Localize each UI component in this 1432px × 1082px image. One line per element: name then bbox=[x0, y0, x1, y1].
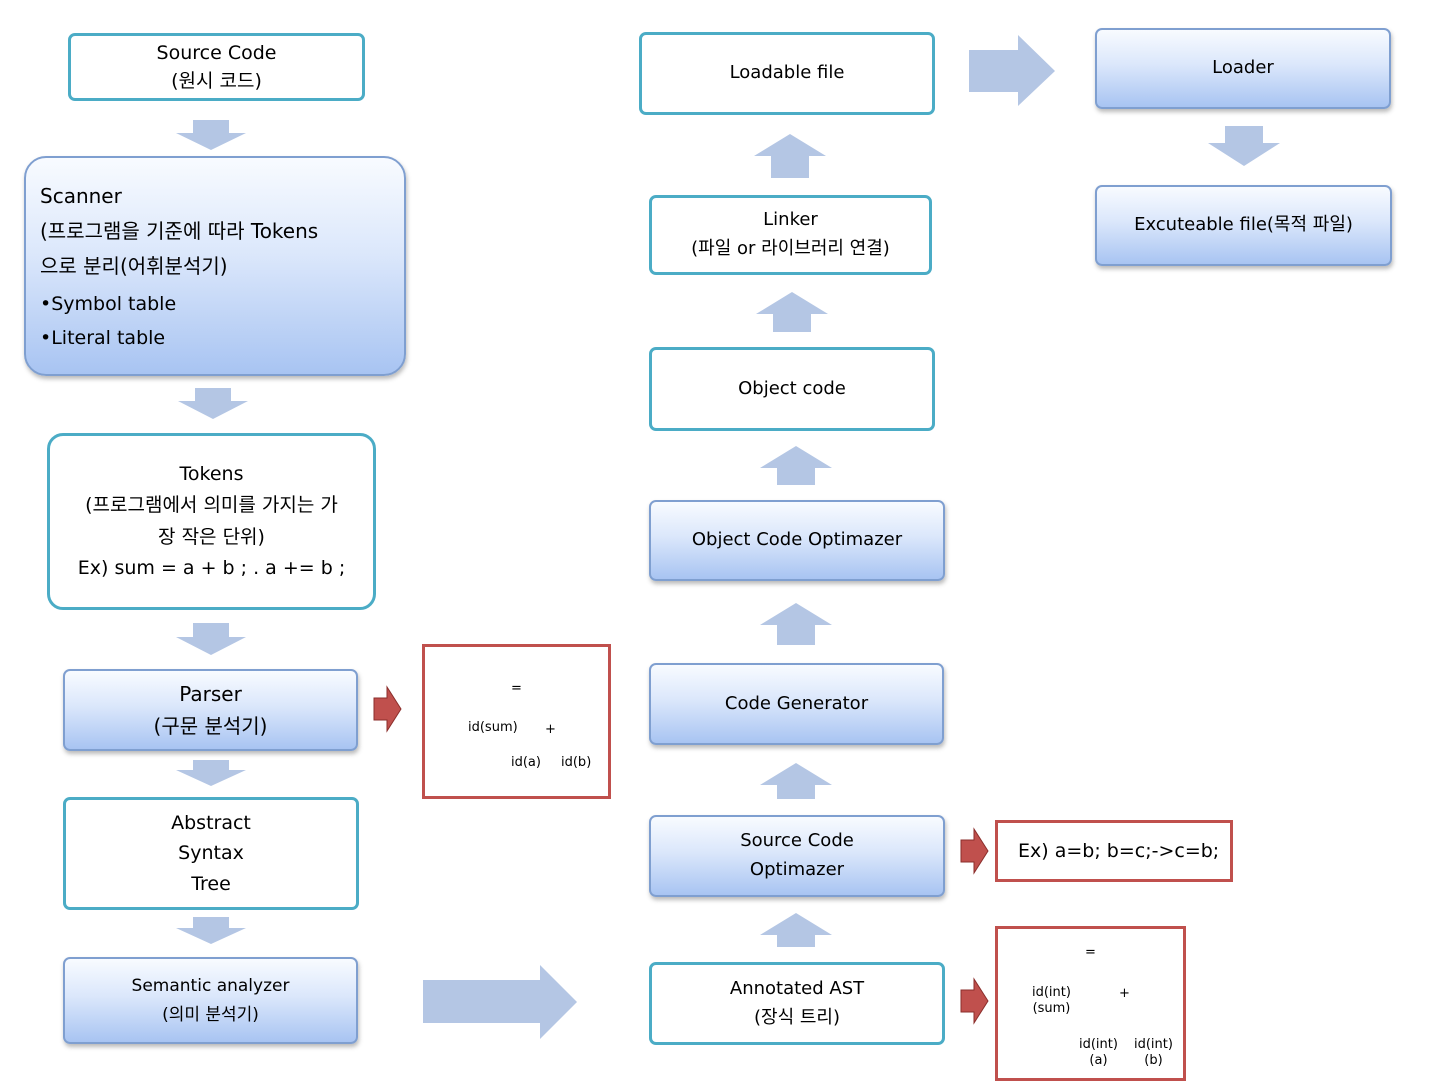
tree-root: = bbox=[511, 681, 522, 696]
executable-file-label: Excuteable file(목적 파일) bbox=[1134, 214, 1353, 236]
arrow-up-annotated-optimizer bbox=[760, 913, 832, 947]
source-code-label: Source Code bbox=[156, 41, 277, 64]
atree-b-line-2: (b) bbox=[1144, 1053, 1163, 1069]
tree-leaf-a: id(a) bbox=[511, 755, 541, 770]
scanner-box: Scanner (프로그램을 기준에 따라 Tokens 으로 분리(어휘분석기… bbox=[24, 156, 406, 376]
source-optimizer-line-2: Optimazer bbox=[749, 859, 845, 880]
arrow-right-semantic-annotated bbox=[423, 965, 577, 1039]
scanner-desc-1: (프로그램을 기준에 따라 Tokens bbox=[40, 219, 319, 244]
semantic-korean: (의미 분석기) bbox=[162, 1004, 259, 1025]
red-arrow-parser-tree bbox=[373, 685, 402, 733]
optimizer-example-text: Ex) a=b; b=c;->c=b; bbox=[1018, 840, 1220, 862]
ast-box: Abstract Syntax Tree bbox=[63, 797, 359, 910]
parser-korean: (구문 분석기) bbox=[153, 714, 268, 738]
arrow-up-linker-loadable bbox=[754, 134, 826, 178]
red-arrow-optimizer-example bbox=[960, 827, 989, 875]
source-code-korean: (원시 코드) bbox=[171, 70, 262, 92]
source-code-box: Source Code (원시 코드) bbox=[68, 33, 365, 101]
scanner-desc-2: 으로 분리(어휘분석기) bbox=[40, 254, 228, 279]
semantic-title: Semantic analyzer bbox=[131, 975, 290, 996]
arrow-up-optimizer-generator bbox=[760, 763, 832, 799]
atree-leaf-b: id(int) (b) bbox=[1134, 1037, 1173, 1070]
tree-left-node: id(sum) bbox=[468, 720, 518, 735]
ast-line-3: Tree bbox=[191, 872, 231, 895]
tokens-title: Tokens bbox=[179, 462, 244, 485]
arrow-down-parser-ast bbox=[176, 760, 246, 786]
atree-a-line-2: (a) bbox=[1089, 1053, 1108, 1069]
tokens-example: Ex) sum = a + b ; . a += b ; bbox=[77, 556, 346, 579]
object-code-optimizer-label: Object Code Optimazer bbox=[691, 529, 903, 551]
semantic-analyzer-box: Semantic analyzer (의미 분석기) bbox=[63, 957, 358, 1044]
arrow-up-objopt-objcode bbox=[760, 446, 832, 485]
atree-left-line-1: id(int) bbox=[1032, 985, 1071, 1000]
optimizer-example-box: Ex) a=b; b=c;->c=b; bbox=[995, 820, 1233, 882]
scanner-literal-table: •Literal table bbox=[40, 326, 166, 349]
code-generator-label: Code Generator bbox=[724, 692, 869, 714]
code-generator-box: Code Generator bbox=[649, 663, 944, 745]
object-code-box: Object code bbox=[649, 347, 935, 431]
tokens-desc-1: (프로그램에서 의미를 가지는 가 bbox=[85, 494, 338, 517]
atree-a-line-1: id(int) bbox=[1079, 1037, 1118, 1052]
arrow-right-loadable-loader bbox=[969, 35, 1055, 106]
tree-plus-node: + bbox=[545, 722, 556, 737]
linker-korean: (파일 or 라이브러리 연결) bbox=[691, 238, 890, 259]
tree-leaf-b: id(b) bbox=[561, 755, 592, 770]
loadable-file-label: Loadable file bbox=[729, 62, 845, 84]
ast-line-1: Abstract bbox=[171, 811, 251, 834]
arrow-down-scanner-tokens bbox=[178, 388, 248, 419]
object-code-label: Object code bbox=[738, 377, 846, 399]
atree-plus-node: + bbox=[1119, 986, 1130, 1001]
arrow-down-ast-semantic bbox=[176, 917, 246, 944]
atree-b-line-1: id(int) bbox=[1134, 1037, 1173, 1052]
arrow-up-objcode-linker bbox=[756, 292, 828, 332]
parse-tree-box: = id(sum) + id(a) id(b) bbox=[422, 644, 611, 799]
red-arrow-annotated-tree bbox=[960, 977, 989, 1025]
tokens-desc-2: 장 작은 단위) bbox=[158, 525, 265, 548]
source-code-optimizer-box: Source Code Optimazer bbox=[649, 815, 945, 897]
annotated-ast-title: Annotated AST bbox=[729, 977, 865, 999]
scanner-title: Scanner bbox=[40, 184, 122, 209]
atree-left-line-2: (sum) bbox=[1032, 1001, 1071, 1017]
atree-root: = bbox=[1085, 945, 1096, 960]
arrow-down-loader-executable bbox=[1208, 126, 1280, 166]
arrow-down-source-scanner bbox=[176, 120, 246, 150]
linker-title: Linker bbox=[763, 209, 818, 231]
executable-file-box: Excuteable file(목적 파일) bbox=[1095, 185, 1392, 266]
tokens-box: Tokens (프로그램에서 의미를 가지는 가 장 작은 단위) Ex) su… bbox=[47, 433, 376, 610]
arrow-down-tokens-parser bbox=[176, 623, 246, 655]
arrow-up-generator-objopt bbox=[760, 603, 832, 645]
object-code-optimizer-box: Object Code Optimazer bbox=[649, 500, 945, 581]
parser-box: Parser (구문 분석기) bbox=[63, 669, 358, 751]
atree-left-node: id(int) (sum) bbox=[1032, 985, 1071, 1018]
parser-title: Parser bbox=[179, 682, 242, 706]
ast-line-2: Syntax bbox=[178, 842, 244, 865]
loader-box: Loader bbox=[1095, 28, 1391, 109]
loader-label: Loader bbox=[1212, 57, 1274, 79]
loadable-file-box: Loadable file bbox=[639, 32, 935, 115]
source-optimizer-line-1: Source Code bbox=[740, 830, 854, 852]
annotated-tree-box: = id(int) (sum) + id(int) (a) id(int) (b… bbox=[995, 926, 1186, 1081]
annotated-ast-box: Annotated AST (장식 트리) bbox=[649, 962, 945, 1045]
atree-leaf-a: id(int) (a) bbox=[1079, 1037, 1118, 1070]
scanner-symbol-table: •Symbol table bbox=[40, 293, 177, 316]
linker-box: Linker (파일 or 라이브러리 연결) bbox=[649, 195, 932, 275]
annotated-ast-korean: (장식 트리) bbox=[753, 1006, 840, 1028]
